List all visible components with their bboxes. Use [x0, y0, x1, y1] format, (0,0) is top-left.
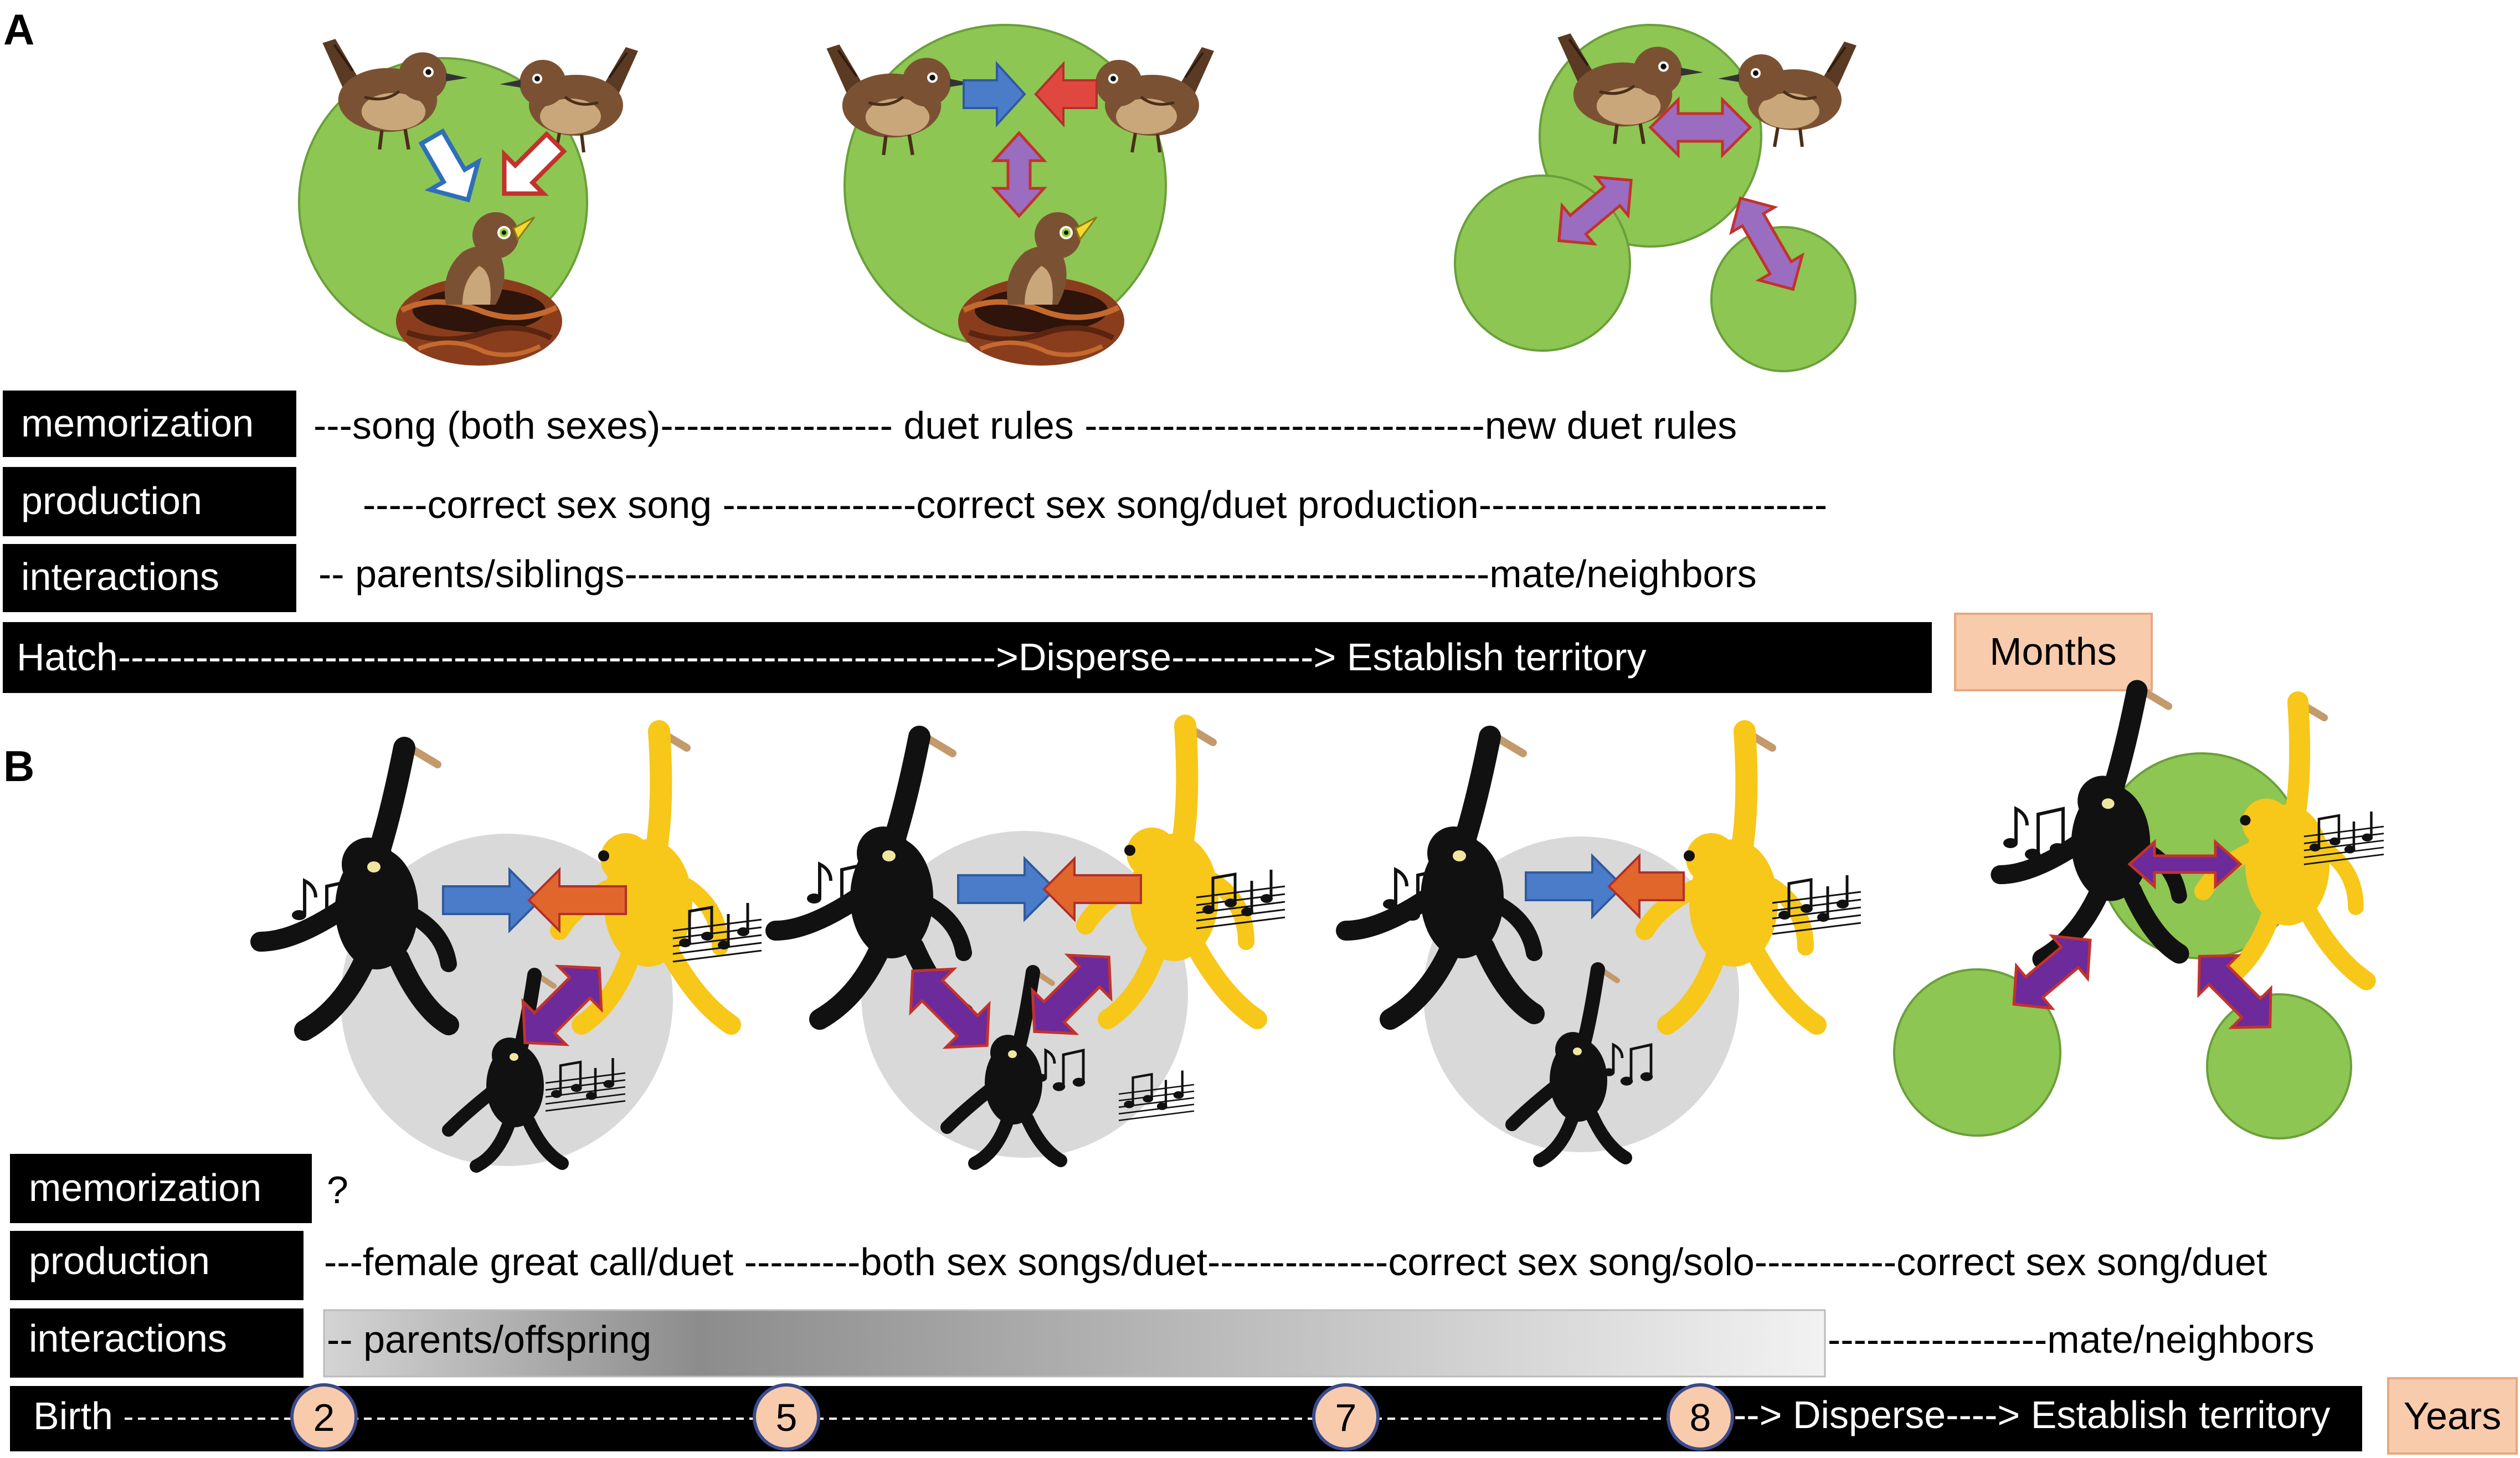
timeline-end: --> Disperse----> Establish territory [1734, 1393, 2330, 1436]
panel-b-letter: B [3, 742, 34, 790]
interaction-arrow [1557, 175, 1633, 246]
panel-a-letter: A [3, 5, 34, 54]
teaching-arrow-mother [502, 131, 567, 196]
timeline-marker-label: 5 [776, 1396, 798, 1439]
timeline-marker: 5 [753, 1383, 820, 1451]
panel-a-scene-territories [1454, 24, 1856, 372]
row-label-box [3, 391, 296, 457]
interaction-arrow [2127, 839, 2243, 890]
panel-b-scene-2 [775, 726, 1285, 1163]
duet-arrow-blue [957, 856, 1057, 922]
territory-circle [1893, 968, 2061, 1137]
row-label-box [3, 467, 296, 536]
row-label-production: production [29, 1239, 210, 1282]
row-label-interactions: interactions [29, 1317, 227, 1360]
duet-arrow-red [1607, 853, 1685, 920]
territory-circle [2206, 993, 2352, 1139]
unit-label: Years [2404, 1394, 2501, 1438]
timeline-marker: 2 [290, 1383, 358, 1451]
row-label-interactions: interactions [21, 555, 219, 598]
duet-arrow-blue [442, 867, 542, 933]
row-label-production: production [21, 479, 202, 522]
interaction-arrow [1729, 196, 1804, 291]
duet-arrow-blue [1525, 853, 1624, 920]
timeline-bar [3, 622, 1932, 693]
unit-box [2387, 1377, 2518, 1455]
interaction-arrow [991, 131, 1047, 218]
panel-b-scene-3 [1346, 731, 1861, 1161]
duet-arrow-blue [963, 60, 1026, 128]
row-label-box [10, 1231, 304, 1300]
panel-a-scene-parents-chick [298, 39, 638, 366]
unit-label: Months [1989, 630, 2117, 673]
row-text-production: -----correct sex song ---------------cor… [363, 483, 1827, 526]
timeline-text: Hatch-----------------------------------… [17, 635, 1647, 679]
panel-a-scene-duet [826, 24, 1214, 366]
row-label-box [10, 1154, 312, 1223]
interaction-arrow [521, 964, 603, 1046]
timeline-marker-label: 7 [1335, 1396, 1357, 1439]
panel-b-scene-1 [260, 731, 762, 1166]
row-label-memorization: memorization [21, 402, 254, 445]
row-text-memorization: ? [327, 1168, 348, 1211]
row-label-box [3, 544, 296, 612]
timeline-marker: 7 [1312, 1383, 1380, 1451]
timeline-start: Birth [33, 1394, 113, 1438]
timeline-marker: 8 [1667, 1383, 1734, 1451]
panel-b-scene-territories [1893, 691, 2384, 1139]
interaction-arrow [1648, 96, 1752, 159]
row-text-memorization: ---song (both sexes)------------------ d… [313, 404, 1737, 447]
row-text-interactions-tail: -----------------mate/neighbors [1828, 1318, 2315, 1361]
duet-arrow-red [1034, 60, 1098, 128]
timeline-marker-label: 2 [313, 1396, 335, 1439]
row-text-production: ---female great call/duet ---------both … [324, 1240, 2267, 1284]
duet-arrow-red [527, 867, 627, 933]
territory-circle [1710, 226, 1856, 372]
interaction-intensity-gradient [323, 1309, 1826, 1378]
unit-box [1954, 613, 2153, 691]
teaching-arrow-father [418, 128, 482, 203]
interaction-arrow [1031, 953, 1113, 1035]
duet-arrow-red [1042, 856, 1142, 922]
row-text-interactions: -- parents/siblings---------------------… [318, 552, 1757, 595]
row-text-interactions: -- parents/offspring [327, 1318, 651, 1361]
interaction-arrow [909, 967, 991, 1049]
interaction-arrow [2197, 954, 2272, 1029]
row-label-memorization: memorization [29, 1166, 261, 1209]
timeline-marker-label: 8 [1690, 1396, 1711, 1439]
interaction-arrow [2012, 934, 2092, 1010]
row-label-box [10, 1308, 304, 1378]
